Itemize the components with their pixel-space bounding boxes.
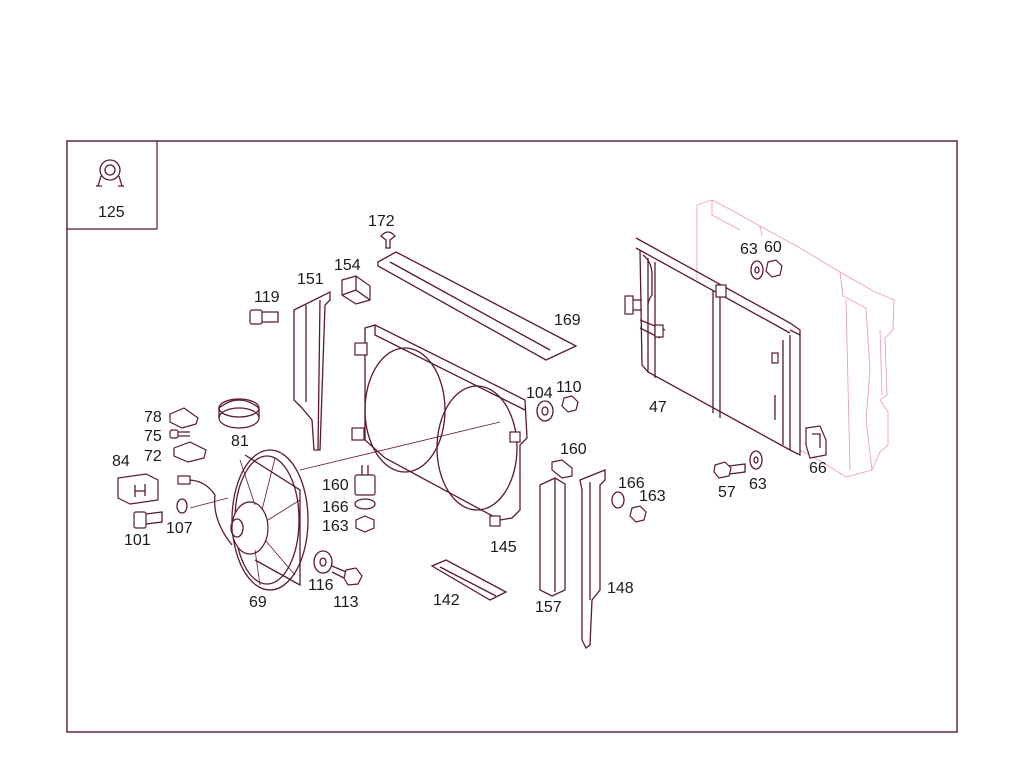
bolt-119-part [249, 309, 279, 325]
alignment-line [189, 497, 229, 509]
callout-160-left[interactable]: 160 [322, 477, 349, 494]
washer-166-right-part [611, 491, 625, 509]
callout-81[interactable]: 81 [231, 433, 249, 450]
washer-104-part [536, 400, 554, 422]
callout-148[interactable]: 148 [607, 580, 634, 597]
fan-shroud-part [351, 324, 528, 527]
washer-166-left-part [354, 498, 376, 510]
panel-169-part [377, 251, 578, 361]
callout-116[interactable]: 116 [308, 577, 334, 594]
nut-110-part [561, 395, 579, 413]
callout-113[interactable]: 113 [333, 594, 359, 611]
callout-84[interactable]: 84 [112, 453, 130, 470]
condenser-47-part [624, 237, 801, 457]
callout-101[interactable]: 101 [124, 532, 151, 549]
callout-69[interactable]: 69 [249, 594, 267, 611]
strip-142-part [430, 559, 508, 601]
washer-63-lower-part [749, 450, 763, 470]
callout-151[interactable]: 151 [297, 271, 324, 288]
callout-66[interactable]: 66 [809, 460, 827, 477]
bolt-113-part [331, 565, 363, 586]
bracket-151-part [293, 290, 331, 451]
alignment-line [299, 421, 501, 471]
callout-166-left[interactable]: 166 [322, 499, 349, 516]
clip-72-part [173, 441, 207, 463]
callout-107[interactable]: 107 [166, 520, 193, 537]
fan-69-part [177, 449, 309, 591]
block-154-part [341, 275, 371, 305]
bolt-101-part [133, 511, 163, 529]
callout-63-lower[interactable]: 63 [749, 476, 767, 493]
bracket-148-part [579, 469, 606, 649]
callout-78[interactable]: 78 [144, 409, 162, 426]
diagram-frame [66, 140, 958, 733]
panel-157-part [539, 477, 566, 597]
callout-75[interactable]: 75 [144, 428, 162, 445]
callout-60[interactable]: 60 [764, 239, 782, 256]
callout-72[interactable]: 72 [144, 448, 162, 465]
callout-145[interactable]: 145 [490, 539, 517, 556]
callout-119[interactable]: 119 [254, 289, 280, 306]
callout-154[interactable]: 154 [334, 257, 361, 274]
clip-172-part [380, 231, 396, 249]
connector-84-part [117, 473, 159, 505]
callout-163-right[interactable]: 163 [639, 488, 666, 505]
callout-160-right[interactable]: 160 [560, 441, 587, 458]
callout-110[interactable]: 110 [556, 379, 582, 396]
callout-172[interactable]: 172 [368, 213, 395, 230]
mount-160-right-part [551, 459, 573, 479]
bracket-66-part [805, 425, 827, 459]
inset-label[interactable]: 125 [98, 204, 125, 221]
washer-107-part [176, 498, 188, 514]
grommet-81-part [218, 398, 260, 429]
washer-63-upper-part [750, 260, 764, 280]
mount-160-left-part [354, 465, 376, 496]
callout-166-right[interactable]: 166 [618, 475, 645, 492]
callout-47[interactable]: 47 [649, 399, 667, 416]
callout-57[interactable]: 57 [718, 484, 736, 501]
nut-60-part [765, 259, 783, 278]
callout-169[interactable]: 169 [554, 312, 581, 329]
pin-75-part [169, 429, 190, 439]
nut-163-left-part [355, 515, 375, 533]
clip-78-part [169, 407, 199, 429]
clamp-125-part [96, 159, 124, 187]
nut-163-right-part [629, 505, 647, 523]
inset-box [67, 141, 158, 230]
bolt-57-part [713, 461, 746, 479]
callout-63-upper[interactable]: 63 [740, 241, 758, 258]
callout-142[interactable]: 142 [433, 592, 460, 609]
washer-116-part [313, 550, 333, 574]
radiator-ghost-part [696, 199, 895, 478]
callout-104[interactable]: 104 [526, 385, 553, 402]
callout-157[interactable]: 157 [535, 599, 562, 616]
callout-163-left[interactable]: 163 [322, 518, 349, 535]
